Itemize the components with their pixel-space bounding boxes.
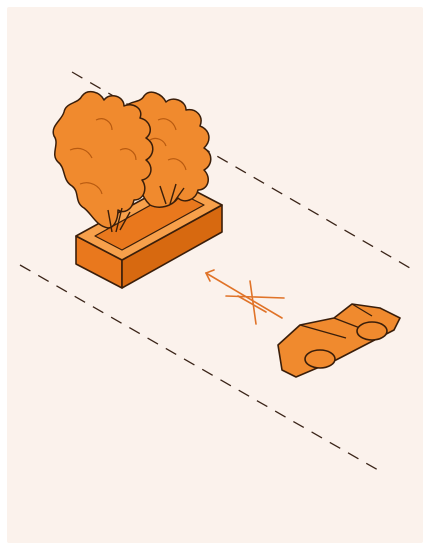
car-wheel-rear <box>305 350 335 368</box>
car-body <box>278 304 400 377</box>
car-icon <box>278 304 400 377</box>
car-wheel-front <box>357 322 387 340</box>
arrow-icon <box>206 270 282 318</box>
